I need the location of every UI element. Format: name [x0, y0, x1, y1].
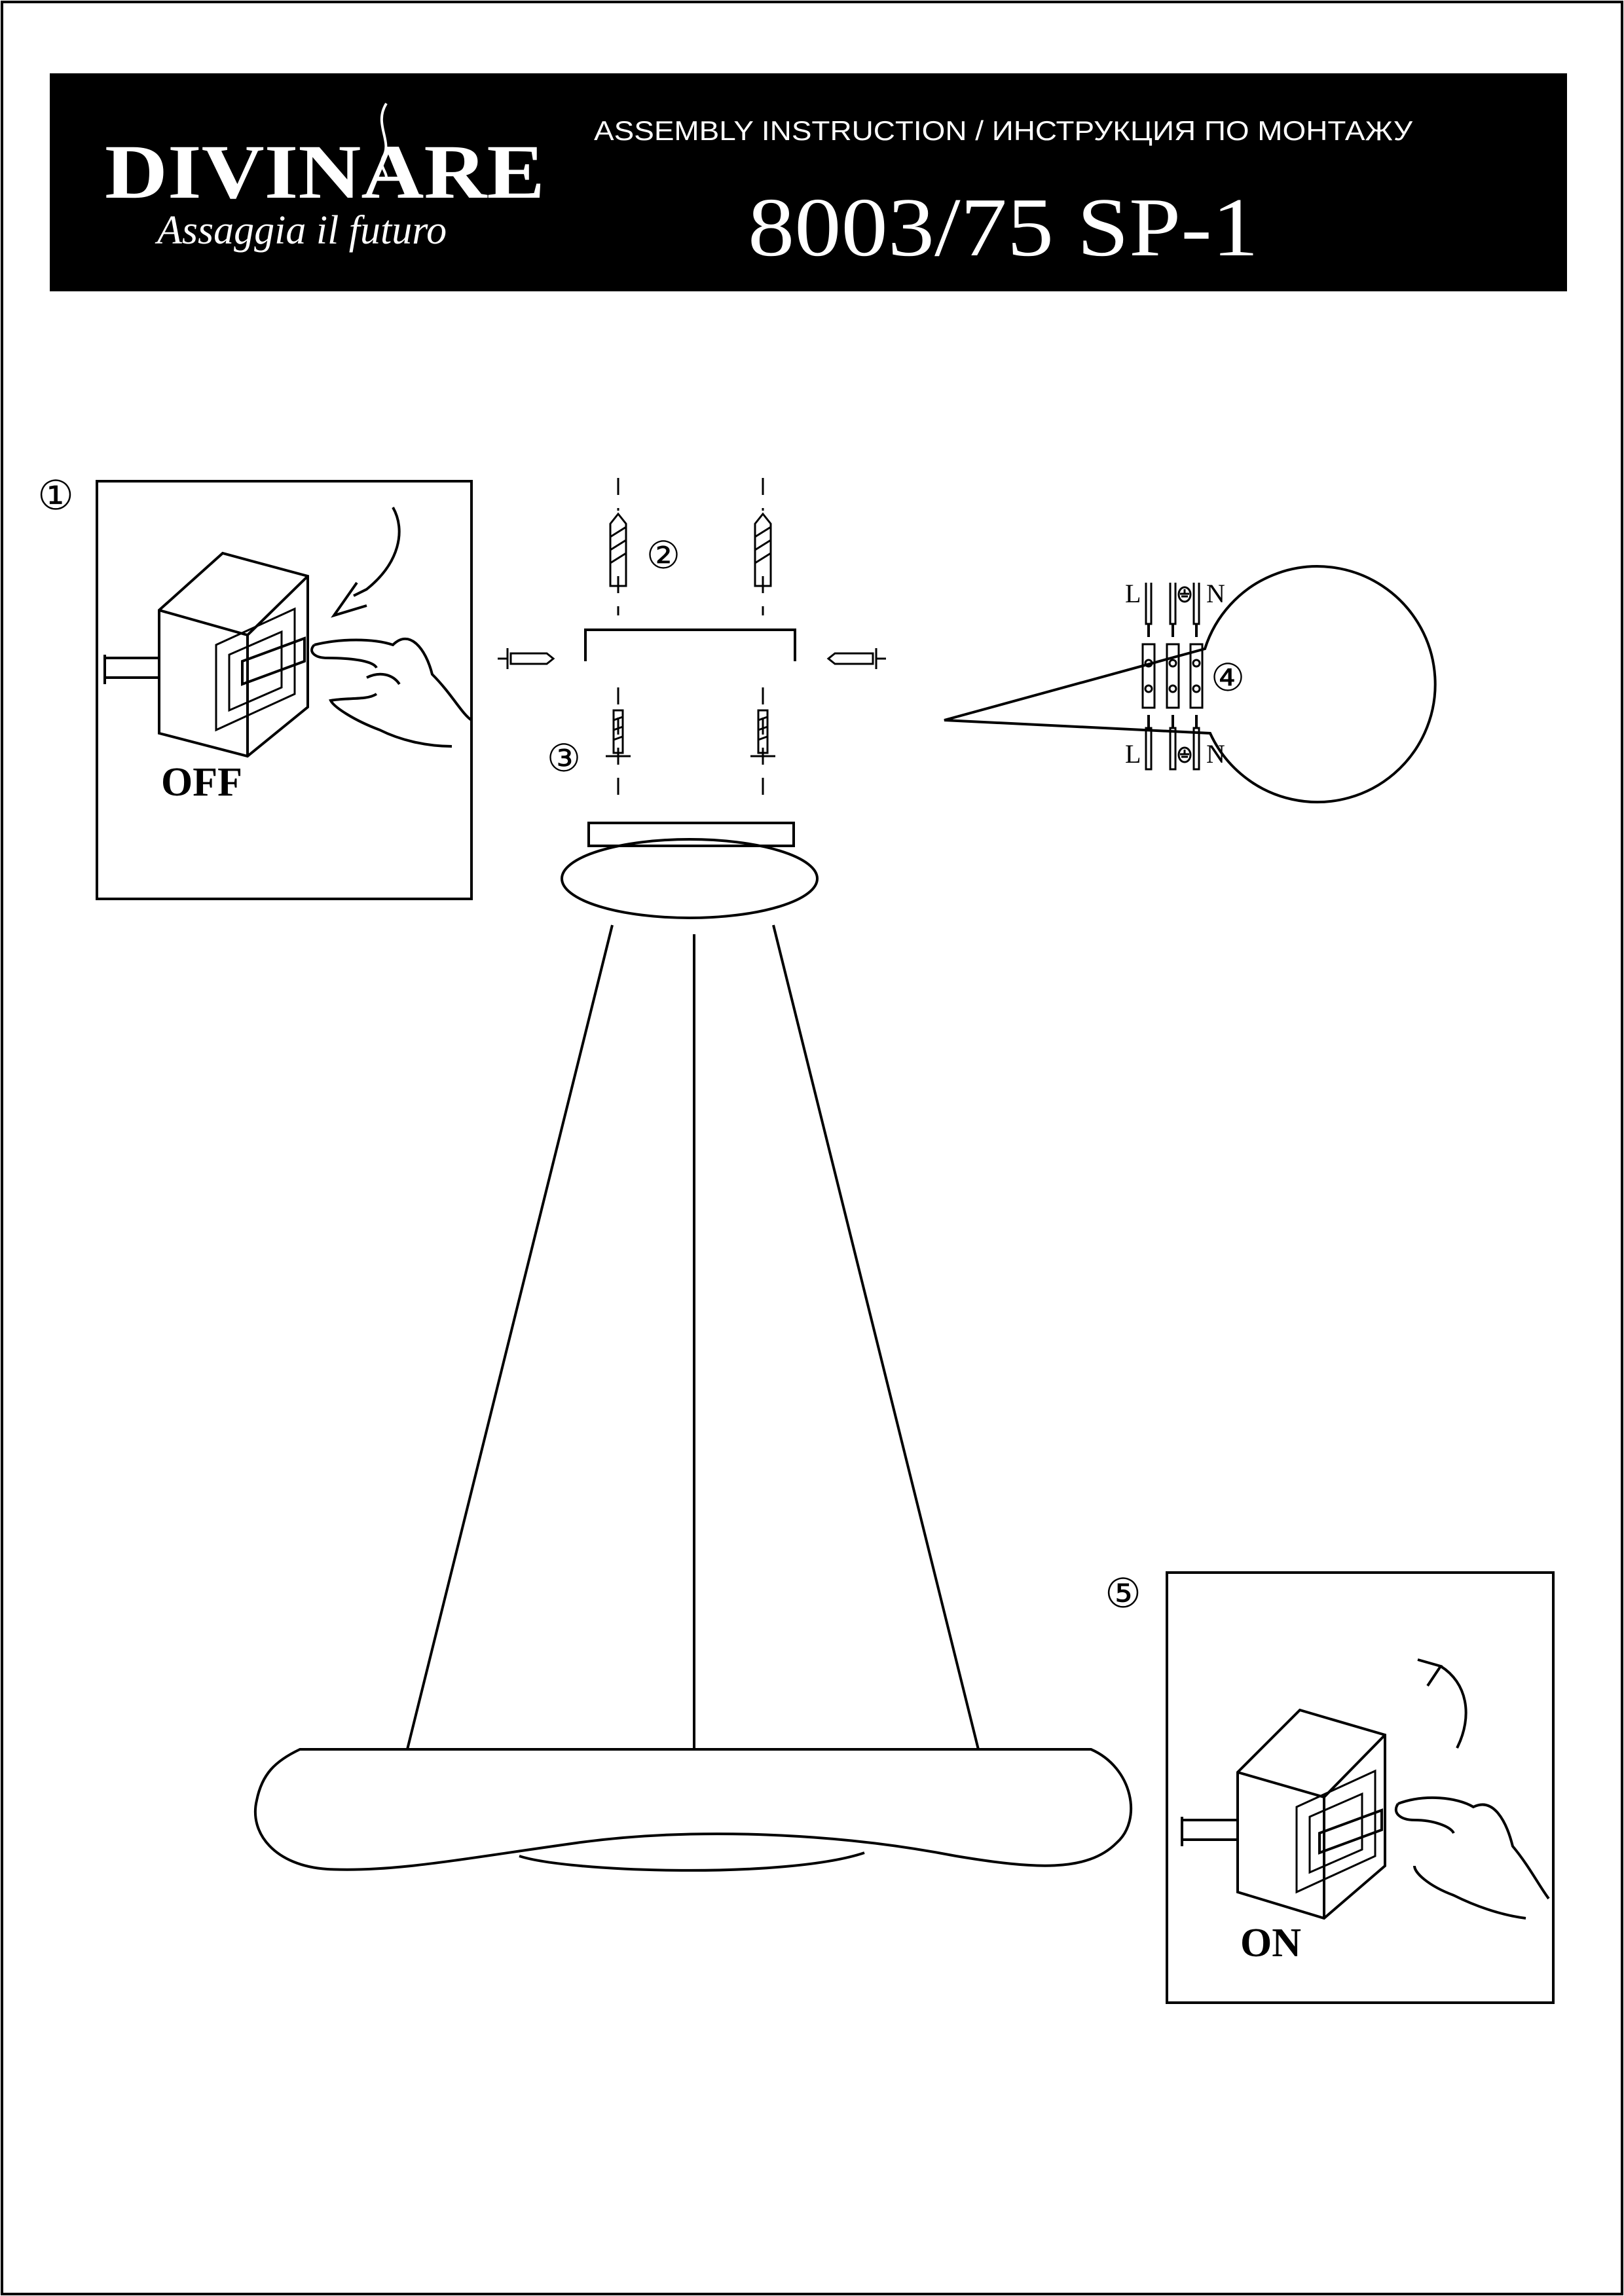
wall-anchor-icon: [609, 512, 772, 587]
wall-switch-icon: [1181, 1708, 1386, 1920]
step5-frame: [1166, 1571, 1555, 2004]
release-arrow-icon: [1417, 1658, 1467, 1749]
lamp-ring: [254, 1748, 1132, 1871]
model-number: 8003/75 SP-1: [748, 181, 1259, 274]
hand-pressing-icon: [310, 637, 473, 748]
wire-label-neutral-top: N: [1206, 579, 1225, 608]
step5-switch-on: ⑤ ON: [1105, 1571, 1555, 2004]
header-background: [50, 73, 1567, 291]
pendant-lamp: [254, 822, 1132, 1872]
flame-logo-icon: [380, 102, 388, 181]
wire-label-live-bottom: L: [1125, 739, 1141, 769]
document-title: ASSEMBLY INSTRUCTION / ИНСТРУКЦИЯ ПО МОН…: [594, 115, 1412, 146]
step4-number: ④: [1211, 657, 1245, 699]
wire-label-live-top: L: [1125, 579, 1141, 608]
step1-switch-off: ① OFF: [37, 474, 473, 900]
suspension-cables: [406, 924, 980, 1750]
step1-number: ①: [37, 474, 74, 519]
mounting-bracket: [584, 629, 796, 661]
brand-logo: DIVINARE: [105, 129, 545, 215]
canopy-top: [587, 822, 795, 847]
earth-ground-icon: [1177, 586, 1192, 763]
wire-label-neutral-bottom: N: [1206, 739, 1225, 769]
brand-tagline: Assaggia il futuro: [155, 208, 447, 253]
wire-icon: [1145, 583, 1200, 771]
step5-label-on: ON: [1240, 1921, 1301, 1965]
step4-wiring-callout: ④ L N L N: [944, 565, 1437, 804]
mounting-bracket-assembly: ② ③: [498, 478, 886, 799]
step1-frame: [96, 480, 473, 900]
step5-number: ⑤: [1105, 1572, 1141, 1616]
canopy: [561, 838, 819, 919]
terminal-block-icon: [1141, 643, 1204, 709]
callout-bubble: [944, 565, 1437, 804]
step1-label-off: OFF: [161, 760, 242, 805]
lamp-ring-diffuser: [519, 1851, 865, 1872]
step2-number: ②: [646, 534, 680, 577]
step3-number: ③: [547, 737, 581, 780]
header-banner: DIVINARE Assaggia il futuro ASSEMBLY INS…: [50, 73, 1567, 291]
press-arrow-icon: [331, 507, 401, 618]
hand-pressing-icon: [1394, 1796, 1550, 1920]
screw-icon: [498, 648, 886, 757]
wall-switch-icon: [103, 551, 309, 758]
